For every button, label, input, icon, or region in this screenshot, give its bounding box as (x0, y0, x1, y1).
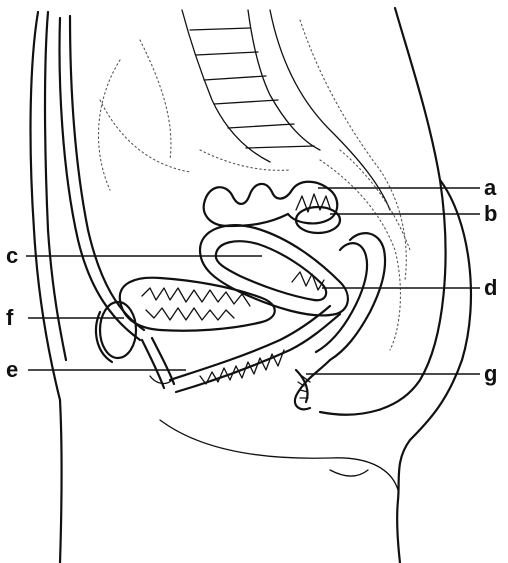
svg-text:f: f (6, 305, 14, 330)
svg-text:g: g (484, 361, 497, 386)
uterus (200, 225, 348, 315)
label-c: c (6, 243, 262, 268)
svg-text:a: a (484, 175, 497, 200)
fallopian-tube (204, 182, 338, 226)
ovary (296, 207, 340, 233)
svg-text:d: d (484, 275, 497, 300)
dotted-contours (99, 40, 290, 190)
svg-text:e: e (6, 357, 18, 382)
label-g: g (306, 361, 497, 386)
label-b: b (330, 201, 497, 226)
svg-text:c: c (6, 243, 18, 268)
body-outline (31, 8, 471, 563)
rectum (295, 233, 385, 409)
bladder (120, 278, 275, 331)
vagina (170, 306, 340, 392)
svg-text:b: b (484, 201, 497, 226)
